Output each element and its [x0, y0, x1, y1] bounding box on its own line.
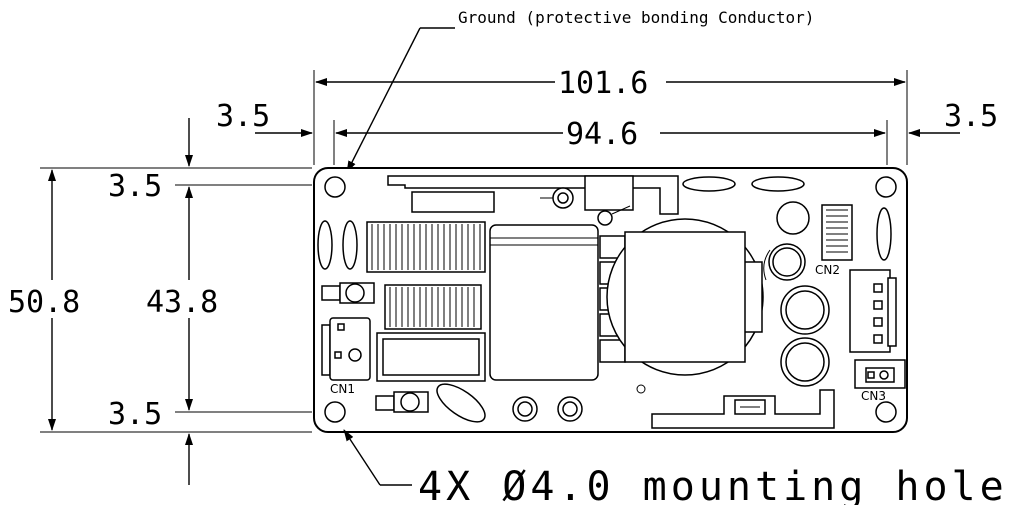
mounting-hole-bottom-left [324, 401, 346, 423]
bottom-offset-value: 3.5 [108, 397, 162, 432]
left-offset-value: 3.5 [216, 99, 270, 134]
overall-width-value: 50.8 [8, 285, 80, 320]
right-offset-value: 3.5 [944, 99, 998, 134]
cn1-label: CN1 [330, 382, 355, 396]
mounting-note: 4X Ø4.0 mounting holes [418, 464, 1009, 505]
mounting-hole-top-right [875, 176, 897, 198]
overall-length-dimension [313, 70, 908, 165]
ground-leader [346, 27, 455, 173]
hole-spacing-width-value: 43.8 [146, 285, 218, 320]
cn2-label: CN2 [815, 263, 840, 277]
hole-spacing-width-dimension [175, 184, 312, 413]
top-offset-value: 3.5 [108, 169, 162, 204]
mounting-hole-top-left [324, 176, 346, 198]
overall-length-value: 101.6 [558, 66, 648, 101]
cn3-label: CN3 [861, 389, 886, 403]
hole-spacing-length-value: 94.6 [566, 117, 638, 152]
mounting-hole-bottom-right [875, 401, 897, 423]
hole-spacing-length-dimension [333, 120, 888, 165]
pcb-components [317, 175, 906, 429]
mounting-leader [343, 429, 412, 486]
ground-note: Ground (protective bonding Conductor) [458, 8, 814, 27]
overall-width-dimension [40, 167, 312, 433]
